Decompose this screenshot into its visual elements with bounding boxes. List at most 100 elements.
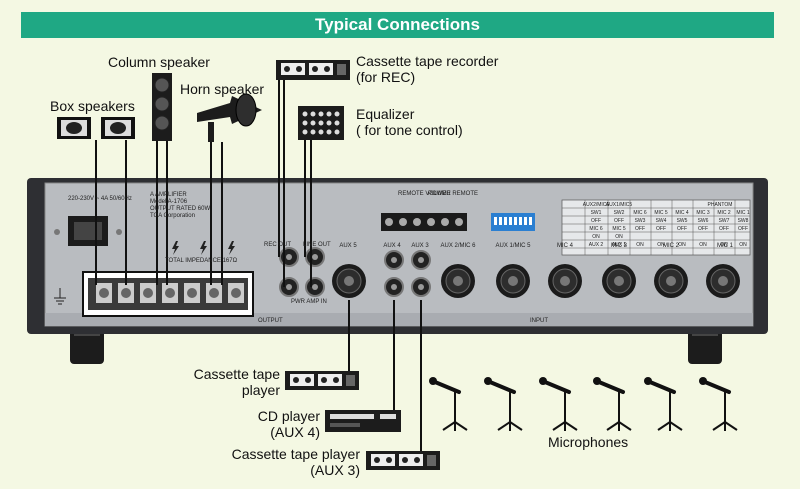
amp-foot-right <box>688 330 722 364</box>
pwr-amp-in-label: PWR AMP IN <box>291 299 327 305</box>
impedance-text: TOTAL IMPEDANCE 167Ω <box>165 258 238 264</box>
remote-terminal-screw <box>399 218 407 226</box>
table-cell: SW2 <box>614 210 625 216</box>
table-cell: MIC 5 <box>654 210 668 216</box>
box-speaker-icon <box>57 117 91 139</box>
table-cell: ON <box>592 234 600 240</box>
remote-terminal-screw <box>441 218 449 226</box>
eq-knob <box>310 111 316 117</box>
horn-speaker-icon <box>197 93 262 142</box>
eq-knob <box>318 129 324 135</box>
cables <box>95 80 422 451</box>
table-cell: OFF <box>591 218 601 224</box>
table-cell: ON <box>699 242 707 248</box>
remote-terminal-screw <box>427 218 435 226</box>
eq-knob <box>302 120 308 126</box>
input-jack-label: MIC 1 <box>717 243 734 249</box>
dip-switch-lever <box>524 217 527 225</box>
table-cell: SW8 <box>738 218 749 224</box>
eq-knob <box>326 120 332 126</box>
table-header: PHANTOM <box>708 202 733 208</box>
box-speaker-icon <box>101 117 135 139</box>
remote-terminal <box>381 213 467 231</box>
table-cell: SW5 <box>677 218 688 224</box>
table-cell: OFF <box>698 226 708 232</box>
remote-terminal-screw <box>385 218 393 226</box>
line-out-label: LINE OUT <box>303 242 331 248</box>
input-jack-label: AUX 4 <box>383 243 401 249</box>
switch-table <box>561 199 751 256</box>
input-jack-label: AUX 2/MIC 6 <box>440 243 476 249</box>
column-speaker-icon <box>152 73 172 141</box>
equalizer-icon <box>298 106 344 140</box>
table-cell: AUX 2 <box>589 242 604 248</box>
cd-player-icon <box>325 410 401 432</box>
table-cell: MIC 6 <box>633 210 647 216</box>
table-cell: MIC 2 <box>717 210 731 216</box>
dip-switch-lever <box>499 217 502 225</box>
cassette-player-aux3-icon <box>366 451 440 470</box>
table-cell: OFF <box>635 226 645 232</box>
ground-icon <box>54 288 66 305</box>
table-cell: ON <box>678 242 686 248</box>
dip-switch-lever <box>514 217 517 225</box>
table-cell: AUX 1 <box>612 242 627 248</box>
eq-knob <box>334 129 340 135</box>
eq-knob <box>334 120 340 126</box>
table-cell: OFF <box>677 226 687 232</box>
table-cell: ON <box>657 242 665 248</box>
cassette-player-icon <box>285 371 359 390</box>
remote-volume-label: REMOTE VOLUME <box>398 191 451 197</box>
table-cell: MIC 4 <box>675 210 689 216</box>
model-text: A AMPLIFIER <box>150 192 187 198</box>
input-jack-label: MIC 4 <box>557 243 574 249</box>
remote-terminal-screw <box>413 218 421 226</box>
table-cell: MIC 1 <box>736 210 750 216</box>
rec-out-label: REC OUT <box>264 242 291 248</box>
input-jack-label: MIC 3 <box>611 243 628 249</box>
model-text: Model A-1706 <box>150 199 188 205</box>
dip-switch <box>491 213 535 231</box>
power-remote-label: POWER REMOTE <box>428 191 478 197</box>
table-cell: MIC 3 <box>696 210 710 216</box>
eq-knob <box>310 120 316 126</box>
eq-knob <box>318 120 324 126</box>
eq-knob <box>318 111 324 117</box>
dip-switch-lever <box>529 217 532 225</box>
dip-switch-lever <box>519 217 522 225</box>
table-cell: OFF <box>614 218 624 224</box>
page-title: Typical Connections <box>21 12 774 38</box>
eq-knob <box>334 111 340 117</box>
microphone-icon <box>593 377 632 431</box>
aux4-aux3-jacks <box>384 250 431 297</box>
equalizer-label: Equalizer ( for tone control) <box>356 106 463 138</box>
amp-foot-left <box>70 330 104 364</box>
output-label: OUTPUT <box>258 318 283 324</box>
table-cell: OFF <box>656 226 666 232</box>
column-speaker-label: Column speaker <box>108 54 210 70</box>
table-cell: MIC 6 <box>589 226 603 232</box>
cassette-recorder-icon <box>276 60 350 80</box>
table-cell: ON <box>615 234 623 240</box>
eq-knob <box>310 129 316 135</box>
input-jack-label: AUX 5 <box>339 243 357 249</box>
cassette-recorder-label: Cassette tape recorder (for REC) <box>356 53 499 85</box>
power-rating-text: 220-230V ~ 4A 50/60Hz <box>68 196 132 202</box>
table-cell: SW4 <box>656 218 667 224</box>
input-jack-label: MIC 2 <box>663 243 680 249</box>
input-jack-label: AUX 1/MIC 5 <box>495 243 531 249</box>
table-cell: MIC 5 <box>612 226 626 232</box>
model-text: OUTPUT RATED 60W <box>150 206 210 212</box>
horn-speaker-label: Horn speaker <box>180 81 265 97</box>
table-cell: SW1 <box>591 210 602 216</box>
table-header: AUX2/MIC6 <box>583 202 610 208</box>
table-cell: OFF <box>738 226 748 232</box>
table-cell: SW3 <box>635 218 646 224</box>
microphone-icon <box>644 377 683 431</box>
microphones-label: Microphones <box>548 434 629 450</box>
table-cell: ON <box>739 242 747 248</box>
dip-switch-lever <box>504 217 507 225</box>
eq-knob <box>326 129 332 135</box>
